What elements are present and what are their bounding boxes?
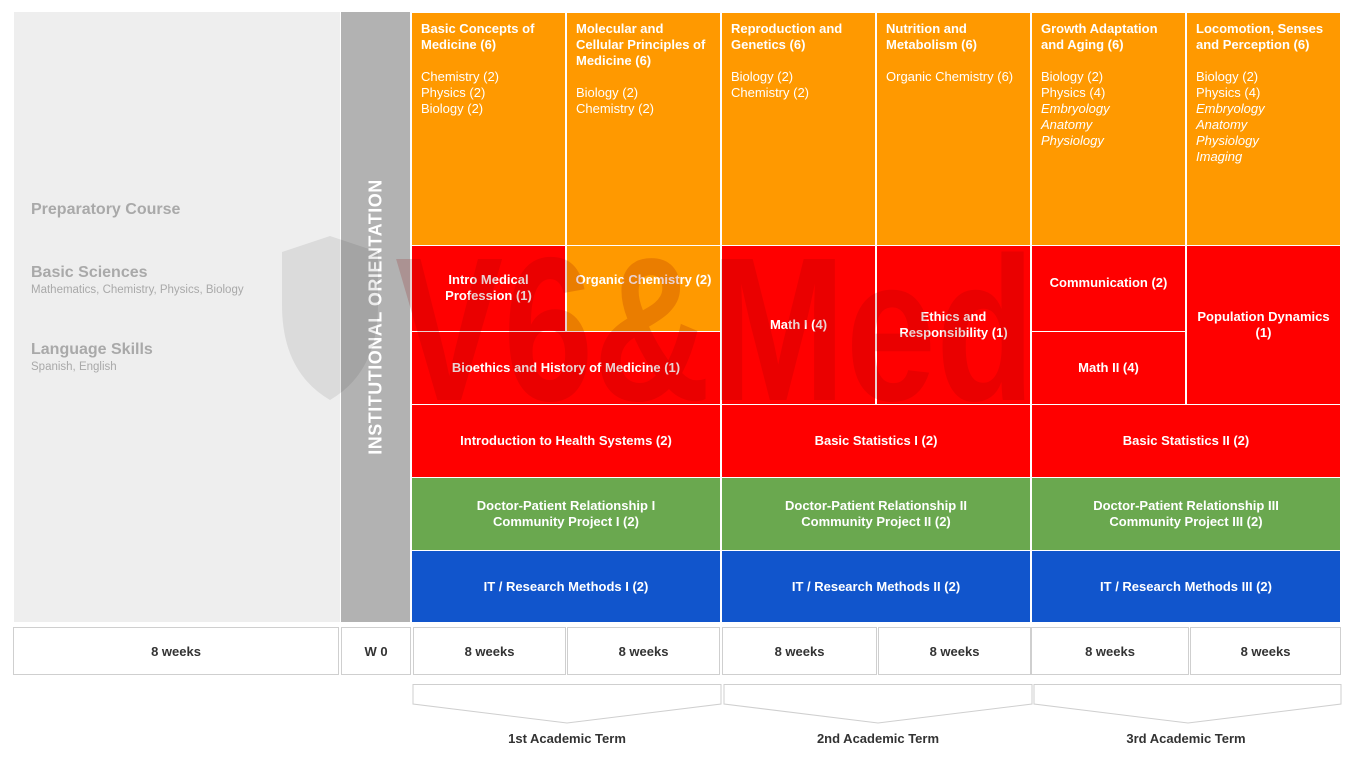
course-doctor-patient-3: Doctor-Patient Relationship III Communit… <box>1031 477 1341 551</box>
course-organic-chemistry: Organic Chemistry (2) <box>566 245 721 332</box>
module-subjects: Chemistry (2) Physics (2) Biology (2) <box>421 69 557 117</box>
course-label-line-1: Doctor-Patient Relationship III <box>1093 498 1279 513</box>
week-cell: 8 weeks <box>567 627 720 675</box>
term-label-2: 2nd Academic Term <box>816 731 940 746</box>
course-it-research-2: IT / Research Methods II (2) <box>721 550 1031 623</box>
course-label: Math II (4) <box>1078 360 1139 375</box>
module-subjects: Organic Chemistry (6) <box>886 69 1022 85</box>
course-label: IT / Research Methods II (2) <box>791 578 961 594</box>
basic-sciences-subtitle: Mathematics, Chemistry, Physics, Biology <box>31 284 244 296</box>
module-title: Nutrition and Metabolism (6) <box>886 21 978 52</box>
module-reproduction-genetics: Reproduction and Genetics (6) Biology (2… <box>721 12 876 246</box>
course-label: Basic Statistics II (2) <box>1122 433 1250 448</box>
module-nutrition-metabolism: Nutrition and Metabolism (6) Organic Che… <box>876 12 1031 246</box>
course-math-2: Math II (4) <box>1031 331 1186 405</box>
week-cell: 8 weeks <box>878 627 1031 675</box>
subject: Biology (2) <box>1041 69 1104 84</box>
course-basic-statistics-1: Basic Statistics I (2) <box>721 404 1031 478</box>
course-intro-medical-profession: Intro Medical Profession (1) <box>411 245 566 332</box>
course-math-1: Math I (4) <box>721 245 876 405</box>
subject: Organic Chemistry (6) <box>886 69 1014 84</box>
term-brace-2 <box>723 684 1033 726</box>
course-doctor-patient-1: Doctor-Patient Relationship I Community … <box>411 477 721 551</box>
preparatory-panel: Preparatory Course Basic Sciences Mathem… <box>14 12 340 622</box>
course-label: Math I (4) <box>769 317 828 332</box>
week-cell-orientation: W 0 <box>341 627 411 675</box>
week-cell-prep: 8 weeks <box>13 627 339 675</box>
subject: Anatomy <box>1041 117 1093 132</box>
week-cell: 8 weeks <box>1031 627 1189 675</box>
subject: Biology (2) <box>576 85 639 100</box>
subject: Physiology <box>1041 133 1104 148</box>
module-subjects: Biology (2) Chemistry (2) <box>731 69 867 101</box>
institutional-orientation-label: INSTITUTIONAL ORIENTATION <box>365 179 385 455</box>
module-title: Reproduction and Genetics (6) <box>731 21 843 52</box>
term-brace-3 <box>1033 684 1343 726</box>
module-title: Locomotion, Senses and Perception (6) <box>1196 21 1324 52</box>
module-molecular-cellular: Molecular and Cellular Principles of Med… <box>566 12 721 246</box>
course-label-line-1: Doctor-Patient Relationship I <box>476 498 656 513</box>
language-skills-subtitle: Spanish, English <box>31 361 117 373</box>
module-basic-concepts: Basic Concepts of Medicine (6) Chemistry… <box>411 12 566 246</box>
course-intro-health-systems: Introduction to Health Systems (2) <box>411 404 721 478</box>
week-cell: 8 weeks <box>722 627 877 675</box>
institutional-orientation-column: INSTITUTIONAL ORIENTATION <box>341 12 410 622</box>
module-title: Molecular and Cellular Principles of Med… <box>576 21 706 68</box>
course-label: Population Dynamics (1) <box>1197 309 1330 340</box>
course-bioethics-history: Bioethics and History of Medicine (1) <box>411 331 721 405</box>
subject: Physics (2) <box>421 85 486 100</box>
week-cell: 8 weeks <box>1190 627 1341 675</box>
module-growth-adaptation: Growth Adaptation and Aging (6) Biology … <box>1031 12 1186 246</box>
subject: Physics (4) <box>1041 85 1106 100</box>
language-skills-title: Language Skills <box>31 341 153 358</box>
week-cell: 8 weeks <box>413 627 566 675</box>
preparatory-course-title: Preparatory Course <box>31 201 181 218</box>
course-label-line-2: Community Project III (2) <box>1109 514 1263 529</box>
subject: Chemistry (2) <box>421 69 500 84</box>
subject: Imaging <box>1196 149 1243 164</box>
module-subjects: Biology (2) Chemistry (2) <box>576 85 712 117</box>
module-subjects: Biology (2) Physics (4) Embryology Anato… <box>1041 69 1177 149</box>
course-label: Ethics and Responsibility (1) <box>899 309 1008 340</box>
subject: Physics (4) <box>1196 85 1261 100</box>
course-label-line-2: Community Project II (2) <box>801 514 951 529</box>
course-population-dynamics: Population Dynamics (1) <box>1186 245 1341 405</box>
course-communication: Communication (2) <box>1031 245 1186 332</box>
subject: Chemistry (2) <box>731 85 810 100</box>
basic-sciences-title: Basic Sciences <box>31 264 148 281</box>
term-label-3: 3rd Academic Term <box>1126 731 1246 746</box>
subject: Embryology <box>1196 101 1265 116</box>
subject: Biology (2) <box>1196 69 1259 84</box>
term-brace-1 <box>412 684 722 726</box>
term-label-1: 1st Academic Term <box>508 731 626 746</box>
module-title: Basic Concepts of Medicine (6) <box>421 21 535 52</box>
module-locomotion-senses: Locomotion, Senses and Perception (6) Bi… <box>1186 12 1341 246</box>
course-basic-statistics-2: Basic Statistics II (2) <box>1031 404 1341 478</box>
course-ethics-responsibility: Ethics and Responsibility (1) <box>876 245 1031 405</box>
module-subjects: Biology (2) Physics (4) Embryology Anato… <box>1196 69 1332 165</box>
course-label-line-1: Doctor-Patient Relationship II <box>784 498 967 513</box>
course-label: IT / Research Methods I (2) <box>483 578 649 594</box>
course-label: Introduction to Health Systems (2) <box>460 433 672 448</box>
course-it-research-1: IT / Research Methods I (2) <box>411 550 721 623</box>
subject: Biology (2) <box>421 101 484 116</box>
course-label: IT / Research Methods III (2) <box>1100 578 1272 594</box>
subject: Anatomy <box>1196 117 1248 132</box>
course-it-research-3: IT / Research Methods III (2) <box>1031 550 1341 623</box>
subject: Chemistry (2) <box>576 101 655 116</box>
course-label: Communication (2) <box>1049 275 1168 290</box>
module-title: Growth Adaptation and Aging (6) <box>1041 21 1158 52</box>
subject: Embryology <box>1041 101 1110 116</box>
course-label: Basic Statistics I (2) <box>814 433 938 448</box>
subject: Physiology <box>1196 133 1259 148</box>
course-label: Intro Medical Profession (1) <box>445 272 532 303</box>
subject: Biology (2) <box>731 69 794 84</box>
course-doctor-patient-2: Doctor-Patient Relationship II Community… <box>721 477 1031 551</box>
course-label-line-2: Community Project I (2) <box>493 514 639 529</box>
course-label: Organic Chemistry (2) <box>575 272 712 287</box>
course-label: Bioethics and History of Medicine (1) <box>451 360 681 375</box>
